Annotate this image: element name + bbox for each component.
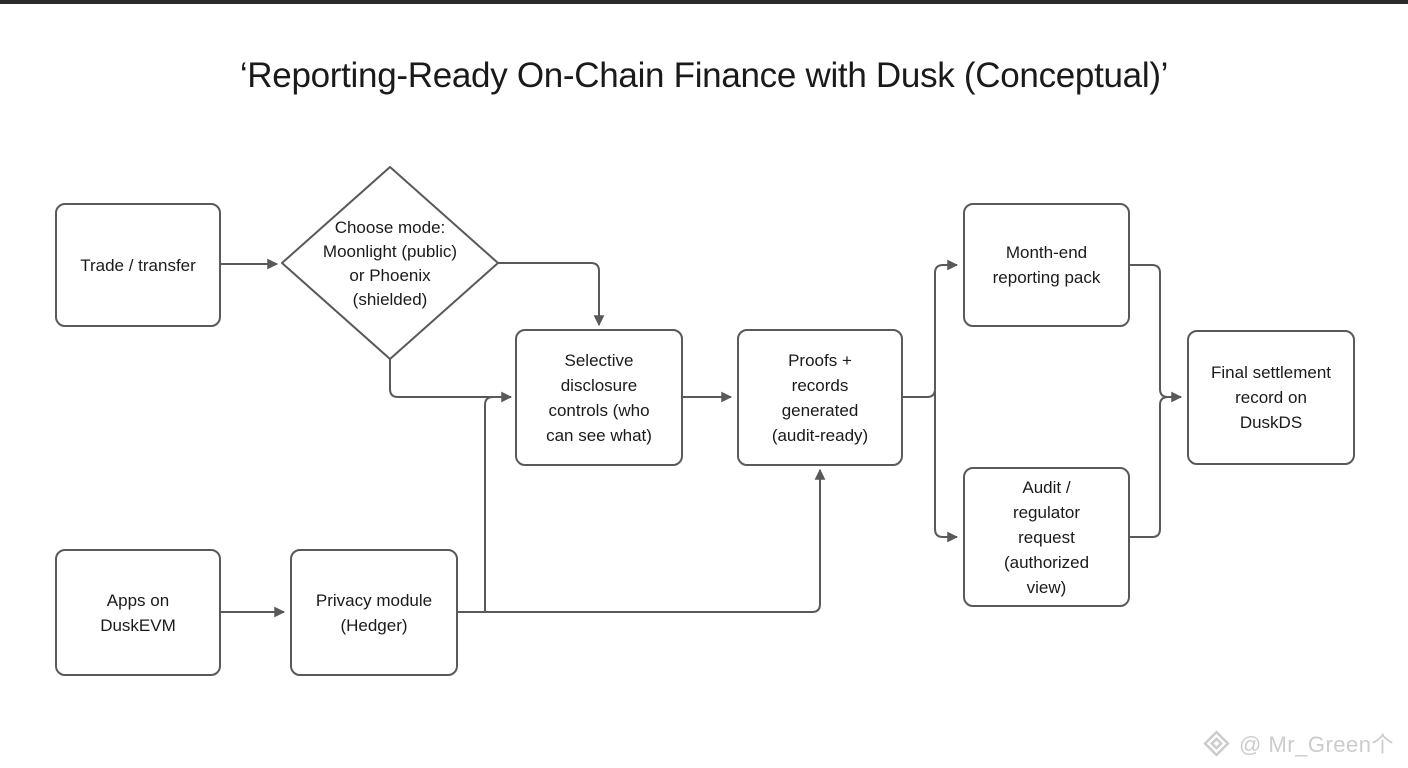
node-trade-transfer: Trade / transfer bbox=[55, 203, 221, 327]
node-final-settlement: Final settlement record on DuskDS bbox=[1187, 330, 1355, 465]
node-privacy-module-label: Privacy module (Hedger) bbox=[315, 590, 433, 635]
edge-choose-mode-bottom-to-selective-left bbox=[389, 359, 513, 403]
node-proofs-records-label: Proofs + records generated (audit-ready) bbox=[771, 350, 869, 445]
node-privacy-module: Privacy module (Hedger) bbox=[290, 549, 458, 676]
node-apps-duskevm: Apps on DuskEVM bbox=[55, 549, 221, 676]
node-choose-mode-diamond-shape bbox=[281, 166, 499, 360]
node-choose-mode-label-box: Choose mode: Moonlight (public) or Phoen… bbox=[300, 214, 480, 314]
gem-logo-icon bbox=[1203, 729, 1230, 757]
edge-month-end-to-final-settlement bbox=[1130, 264, 1183, 403]
node-apps-duskevm-label: Apps on DuskEVM bbox=[100, 590, 176, 635]
node-audit-regulator-request-label: Audit / regulator request (authorized vi… bbox=[1003, 477, 1090, 597]
node-audit-regulator-request: Audit / regulator request (authorized vi… bbox=[963, 467, 1130, 607]
edge-choose-mode-right-to-selective-top bbox=[498, 262, 605, 327]
edge-audit-request-to-final-settlement bbox=[1130, 396, 1176, 538]
node-proofs-records: Proofs + records generated (audit-ready) bbox=[737, 329, 903, 466]
node-trade-transfer-label: Trade / transfer bbox=[80, 255, 196, 275]
diagram-title: ‘Reporting-Ready On-Chain Finance with D… bbox=[239, 56, 1169, 95]
node-month-end-reporting-label: Month-end reporting pack bbox=[992, 243, 1101, 287]
edge-privacy-to-proofs-bottom bbox=[458, 468, 826, 613]
edge-proofs-to-audit-request bbox=[934, 391, 959, 543]
watermark: @ Mr_Green个 bbox=[1203, 727, 1394, 759]
watermark-handle: @ Mr_Green个 bbox=[1239, 732, 1394, 757]
top-edge-bar bbox=[0, 0, 1408, 4]
node-month-end-reporting: Month-end reporting pack bbox=[963, 203, 1130, 327]
edge-proofs-to-month-end bbox=[903, 259, 959, 398]
node-final-settlement-label: Final settlement record on DuskDS bbox=[1211, 363, 1331, 432]
node-choose-mode-label: Choose mode: Moonlight (public) or Phoen… bbox=[322, 218, 458, 309]
edge-privacy-branch-up-to-selective-left bbox=[484, 396, 505, 612]
node-selective-disclosure: Selective disclosure controls (who can s… bbox=[515, 329, 683, 466]
node-selective-disclosure-label: Selective disclosure controls (who can s… bbox=[546, 350, 652, 445]
